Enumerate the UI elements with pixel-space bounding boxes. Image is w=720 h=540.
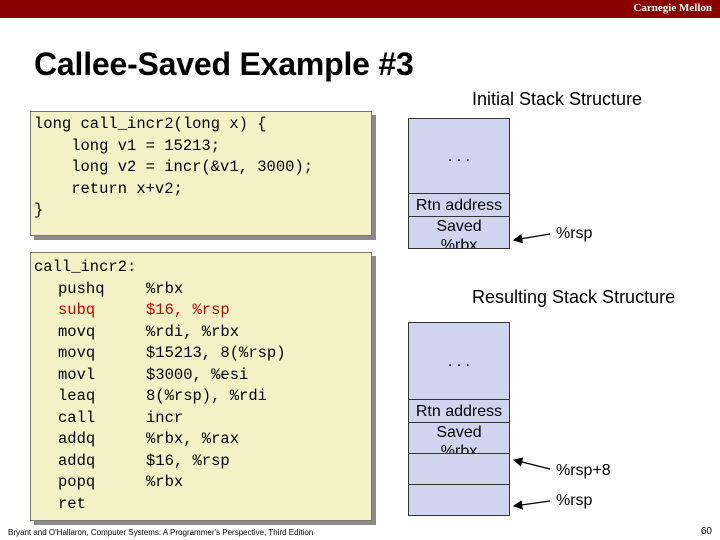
- top-bar: Carnegie Mellon: [0, 0, 720, 18]
- asm-operands: $16, %rsp: [146, 301, 230, 319]
- asm-line: movq %rdi, %rbx: [34, 322, 371, 344]
- resulting-stack-cell-rtn-address: Rtn address: [408, 399, 510, 423]
- asm-label: call_incr2:: [34, 258, 137, 276]
- asm-line: call incr: [34, 408, 371, 430]
- slide-title: Callee-Saved Example #3: [34, 46, 414, 82]
- c-code-box: long call_incr2(long x) { long v1 = 1521…: [30, 111, 372, 236]
- page-number: 60: [700, 526, 712, 537]
- asm-operands: incr: [146, 408, 184, 427]
- asm-operands: $3000, %esi: [146, 365, 249, 384]
- asm-operands: $16, %rsp: [146, 451, 230, 470]
- initial-rsp-arrow: [512, 233, 551, 244]
- initial-stack-cell-ellipsis: . . .: [408, 118, 510, 194]
- asm-operands: 8(%rsp), %rdi: [146, 387, 267, 405]
- asm-opcode: call: [58, 408, 96, 427]
- asm-code-box: call_incr2: pushq %rbx subq $16, %rsp movq %r…: [30, 252, 372, 521]
- asm-opcode: leaq: [58, 387, 96, 405]
- resulting-stack-title: Resulting Stack Structure: [472, 287, 676, 307]
- c-code-line: long v1 = 15213;: [34, 136, 221, 155]
- asm-opcode: movl: [58, 365, 96, 384]
- asm-opcode: movq: [58, 344, 96, 362]
- resulting-stack-cell-empty-2: [408, 484, 510, 516]
- asm-operands: $15213, 8(%rsp): [146, 344, 286, 362]
- asm-line: ret: [34, 494, 371, 516]
- initial-stack-title: Initial Stack Structure: [472, 89, 643, 109]
- c-code-line: long call_incr2(long x) {: [34, 115, 267, 133]
- asm-line: popq %rbx: [34, 472, 371, 494]
- rsp-plus-8-label: %rsp+8: [556, 462, 611, 479]
- asm-opcode: addq: [58, 430, 96, 448]
- initial-stack-cell-saved-rbx: Saved %rbx: [408, 216, 510, 249]
- rsp-arrow: [512, 500, 551, 510]
- asm-operands: %rbx, %rax: [146, 430, 240, 448]
- asm-line: addq $16, %rsp: [34, 451, 371, 473]
- asm-opcode: movq: [58, 322, 96, 341]
- asm-line: movq $15213, 8(%rsp): [34, 343, 371, 365]
- asm-operands: %rbx: [146, 473, 184, 491]
- c-code-line: long v2 = incr(&v1, 3000);: [34, 158, 314, 176]
- asm-line: subq $16, %rsp: [34, 300, 371, 322]
- rsp-plus-8-arrow: [512, 457, 551, 470]
- asm-opcode: pushq: [58, 279, 105, 298]
- resulting-stack-cell-ellipsis: . . .: [408, 322, 510, 400]
- initial-stack-cell-rtn-address: Rtn address: [408, 193, 510, 217]
- asm-opcode: ret: [58, 494, 86, 513]
- asm-line: pushq %rbx: [34, 279, 371, 301]
- footer-citation: Bryant and O'Hallaron, Computer Systems:…: [8, 528, 314, 537]
- asm-line: leaq 8(%rsp), %rdi: [34, 386, 371, 408]
- rsp-label: %rsp: [556, 492, 593, 509]
- asm-operands: %rdi, %rbx: [146, 322, 240, 341]
- asm-line: movl $3000, %esi: [34, 365, 371, 387]
- asm-opcode: popq: [58, 473, 96, 491]
- asm-opcode: subq: [58, 301, 96, 319]
- asm-opcode: addq: [58, 451, 96, 470]
- asm-line: addq %rbx, %rax: [34, 429, 371, 451]
- asm-operands: %rbx: [146, 279, 184, 298]
- c-code-line: return x+v2;: [34, 179, 183, 198]
- brand-label: Carnegie Mellon: [633, 2, 712, 14]
- c-code-line: }: [34, 201, 44, 219]
- initial-rsp-label: %rsp: [556, 225, 593, 242]
